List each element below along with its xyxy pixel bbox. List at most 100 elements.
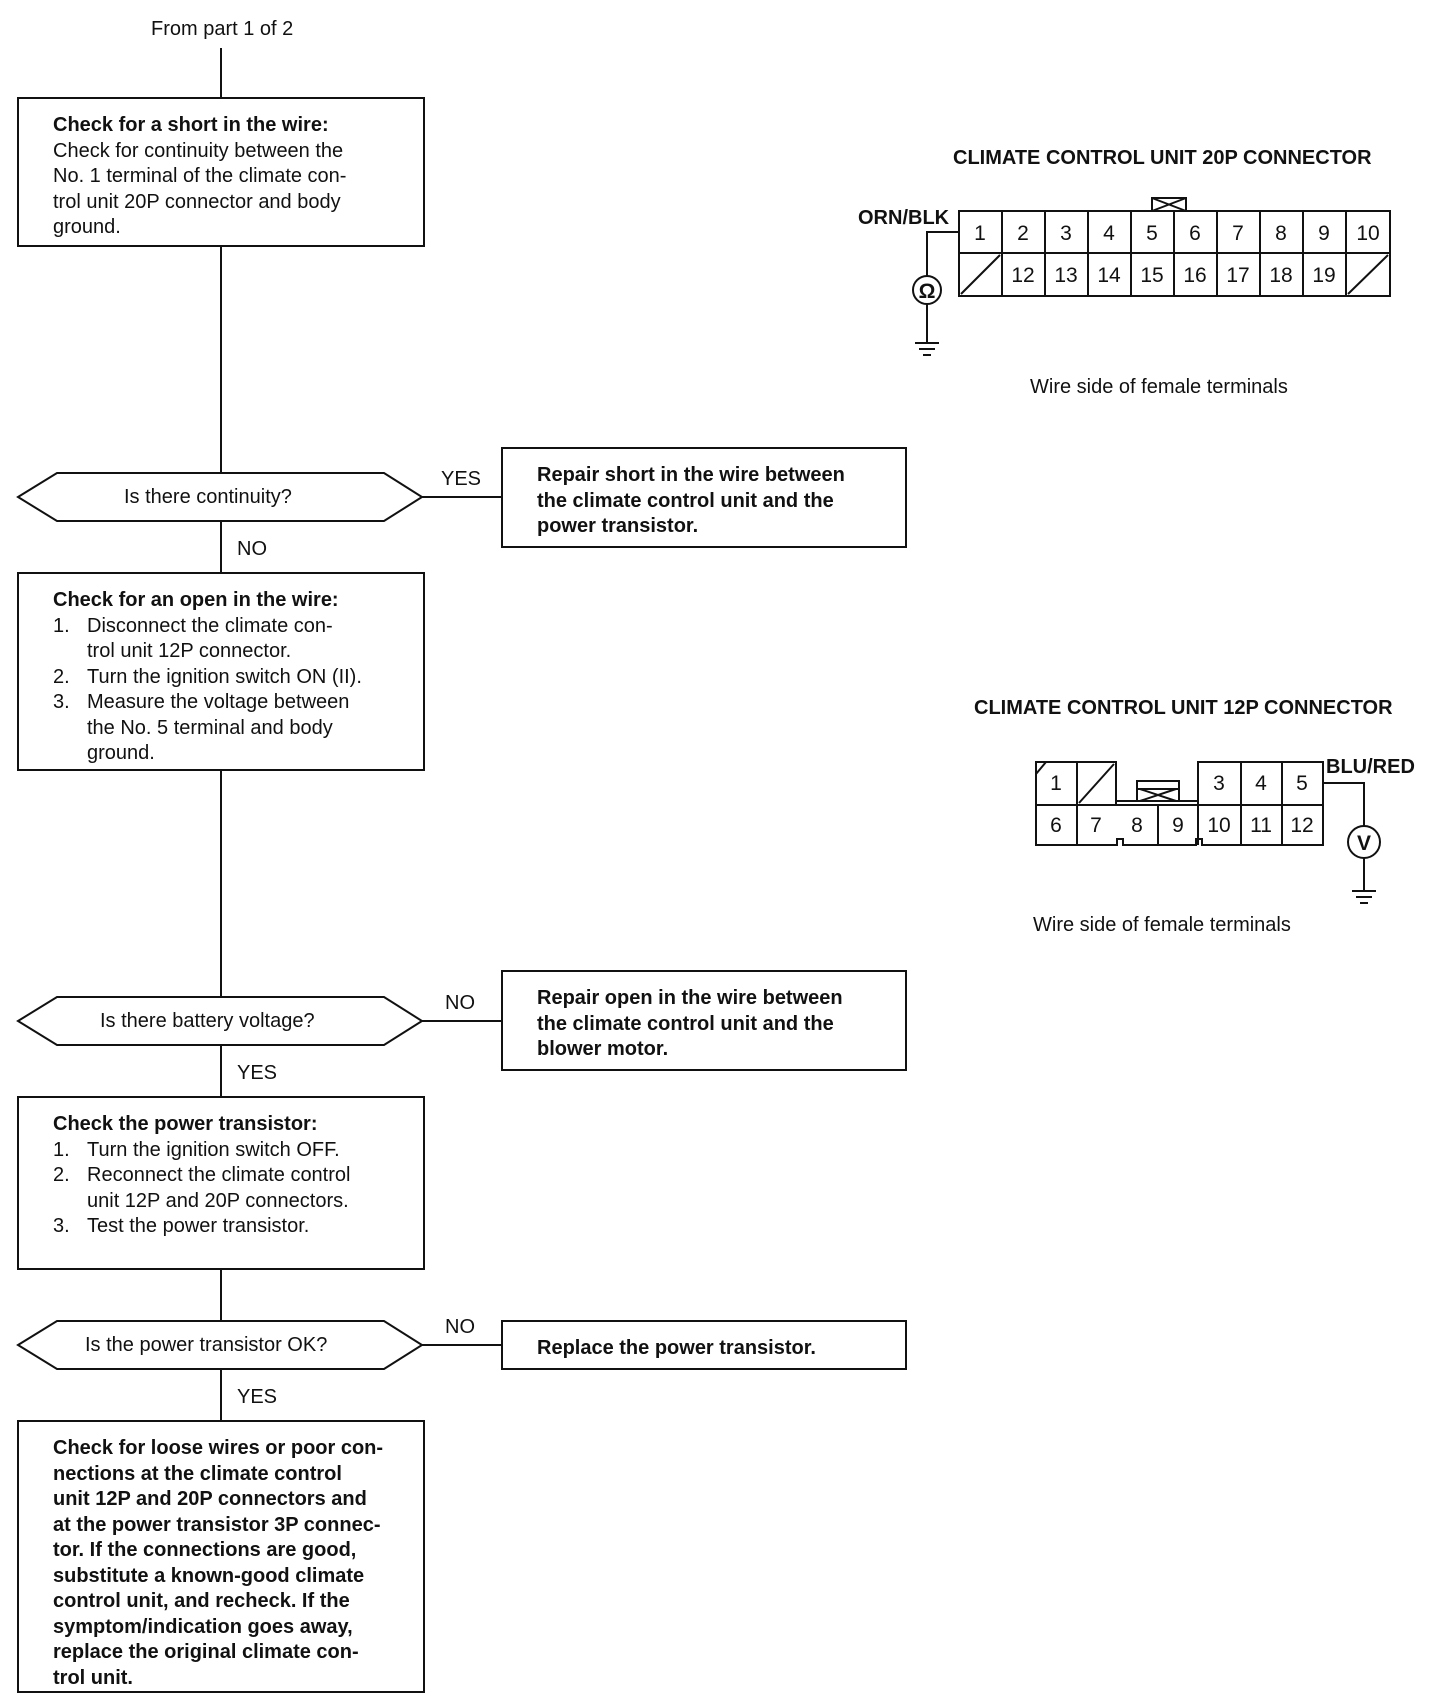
- step-list-item: 3. Test the power transistor.: [53, 1214, 413, 1240]
- step-text-line: Disconnect the climate con-: [87, 614, 333, 637]
- terminal-label: 8: [1275, 222, 1287, 245]
- terminal-label: 8: [1131, 814, 1143, 837]
- decision-shape-continuity: [16, 472, 424, 522]
- terminal-label: 5: [1296, 772, 1308, 795]
- decision-question-battery-voltage: Is there battery voltage?: [100, 1010, 315, 1032]
- terminal-label: 7: [1232, 222, 1244, 245]
- decision-question-continuity: Is there continuity?: [124, 486, 292, 508]
- terminal-label: 11: [1250, 814, 1272, 837]
- final-text-line: at the power transistor 3P connec-: [53, 1513, 381, 1536]
- from-part-label: From part 1 of 2: [151, 18, 294, 40]
- terminal-label: 19: [1312, 264, 1335, 287]
- terminal-label: 7: [1090, 814, 1102, 837]
- step-text-line: No. 1 terminal of the climate con-: [53, 165, 347, 187]
- step-number: 3.: [53, 691, 70, 713]
- step-list-item: 1. Disconnect the climate con- trol unit…: [53, 614, 413, 665]
- connector-20p-labels: 1 2 3 4 5 6 7 8 9 10 12 13 14 15 16 17 1…: [919, 222, 1380, 303]
- step-text-line: unit 12P and 20P connectors.: [87, 1189, 349, 1212]
- connector-12p-caption: Wire side of female terminals: [1033, 914, 1291, 936]
- final-check-box: Check for loose wires or poor con- necti…: [17, 1420, 425, 1693]
- step-list-item: 2. Turn the ignition switch ON (II).: [53, 665, 413, 691]
- terminal-label: 14: [1097, 264, 1121, 287]
- locking-tab: [1136, 780, 1180, 802]
- no-branch-label: NO: [445, 1316, 475, 1338]
- wire-color-label: BLU/RED: [1326, 756, 1415, 778]
- terminal-label: 13: [1054, 264, 1077, 287]
- locking-tab-mark: [1151, 197, 1187, 212]
- step-text-line: trol unit 12P connector.: [87, 640, 292, 662]
- step-check-transistor-box: Check the power transistor: 1. Turn the …: [17, 1096, 425, 1270]
- result-text-line: power transistor.: [537, 515, 699, 537]
- no-branch-label: NO: [445, 992, 475, 1014]
- final-text-line: replace the original climate con-: [53, 1641, 359, 1663]
- step-text-line: Test the power transistor.: [87, 1215, 310, 1237]
- connector-20p-title: CLIMATE CONTROL UNIT 20P CONNECTOR: [953, 147, 1372, 169]
- connector-20p-dividers: [1001, 211, 1347, 296]
- final-text-line: unit 12P and 20P connectors and: [53, 1488, 367, 1510]
- final-text-line: nections at the climate control: [53, 1462, 342, 1485]
- terminal-label: 5: [1146, 222, 1158, 245]
- step-text-line: Measure the voltage between: [87, 691, 350, 713]
- final-text-line: symptom/indication goes away,: [53, 1615, 353, 1638]
- result-text-line: blower motor.: [537, 1038, 669, 1060]
- connector-20p-diagram: [912, 197, 1391, 356]
- empty-cavity-slash: [960, 254, 1001, 295]
- probe-wire: [926, 231, 959, 276]
- terminal-label: 6: [1189, 222, 1201, 245]
- terminal-label: 4: [1255, 772, 1267, 795]
- step-list-item: 2. Reconnect the climate control unit 12…: [53, 1163, 413, 1214]
- terminal-label: 17: [1226, 264, 1249, 287]
- step-text-line: Turn the ignition switch OFF.: [87, 1138, 340, 1161]
- step-check-open-box: Check for an open in the wire: 1. Discon…: [17, 572, 425, 771]
- step-list-item: 3. Measure the voltage between the No. 5…: [53, 690, 413, 767]
- step-heading: Check for a short in the wire:: [53, 114, 329, 136]
- terminal-label: 10: [1356, 222, 1379, 245]
- result-repair-open-box: Repair open in the wire between the clim…: [501, 970, 907, 1071]
- terminal-label: 9: [1318, 222, 1330, 245]
- step-number: 1.: [53, 614, 70, 637]
- terminal-label: 16: [1183, 264, 1206, 287]
- terminal-label: 10: [1207, 814, 1230, 837]
- terminal-label: 12: [1011, 264, 1034, 287]
- decision-shape-battery-voltage: [16, 996, 424, 1046]
- step-heading: Check the power transistor:: [53, 1113, 318, 1135]
- final-text-line: Check for loose wires or poor con-: [53, 1437, 384, 1459]
- result-text-line: the climate control unit and the: [537, 489, 834, 512]
- connector-12p-title: CLIMATE CONTROL UNIT 12P CONNECTOR: [974, 697, 1393, 719]
- step-list-item: 1. Turn the ignition switch OFF.: [53, 1138, 413, 1164]
- connector-20p-caption: Wire side of female terminals: [1030, 376, 1288, 398]
- terminal-label: 1: [974, 222, 986, 245]
- final-text-line: tor. If the connections are good,: [53, 1539, 357, 1561]
- result-text-line: Repair open in the wire between: [537, 987, 843, 1009]
- terminal-label: 15: [1140, 264, 1163, 287]
- yes-branch-label: YES: [237, 1386, 278, 1408]
- terminal-label: 1: [1050, 772, 1062, 795]
- step-text-line: ground.: [87, 742, 155, 764]
- decision-question-transistor-ok: Is the power transistor OK?: [85, 1334, 328, 1356]
- result-text-line: Repair short in the wire between: [537, 464, 845, 486]
- decision-shape-transistor-ok: [16, 1320, 424, 1370]
- yes-branch-label: YES: [441, 468, 482, 490]
- step-number: 3.: [53, 1215, 70, 1237]
- step-number: 2.: [53, 1164, 70, 1186]
- probe-wire: [1323, 782, 1365, 826]
- wire-color-label: ORN/BLK: [858, 207, 950, 229]
- final-text-line: trol unit.: [53, 1666, 133, 1689]
- step-number: 1.: [53, 1138, 70, 1161]
- step-text-line: Turn the ignition switch ON (II).: [87, 665, 362, 688]
- ohmmeter-glyph: Ω: [919, 280, 936, 303]
- voltmeter-glyph: V: [1357, 832, 1371, 855]
- step-list: 1. Turn the ignition switch OFF. 2. Reco…: [53, 1138, 413, 1240]
- step-text-line: ground.: [53, 216, 121, 238]
- yes-branch-label: YES: [237, 1062, 278, 1084]
- step-heading: Check for an open in the wire:: [53, 589, 339, 611]
- step-text-line: Reconnect the climate control: [87, 1164, 351, 1186]
- result-text-line: Replace the power transistor.: [537, 1337, 816, 1359]
- locking-tab-mark: [1139, 788, 1177, 802]
- empty-cavity-slash: [1347, 254, 1389, 295]
- result-text-line: the climate control unit and the: [537, 1012, 834, 1035]
- step-text-line: the No. 5 terminal and body: [87, 716, 333, 739]
- step-text-line: Check for continuity between the: [53, 139, 344, 162]
- final-text-line: control unit, and recheck. If the: [53, 1590, 350, 1612]
- step-check-short-box: Check for a short in the wire: Check for…: [17, 97, 425, 247]
